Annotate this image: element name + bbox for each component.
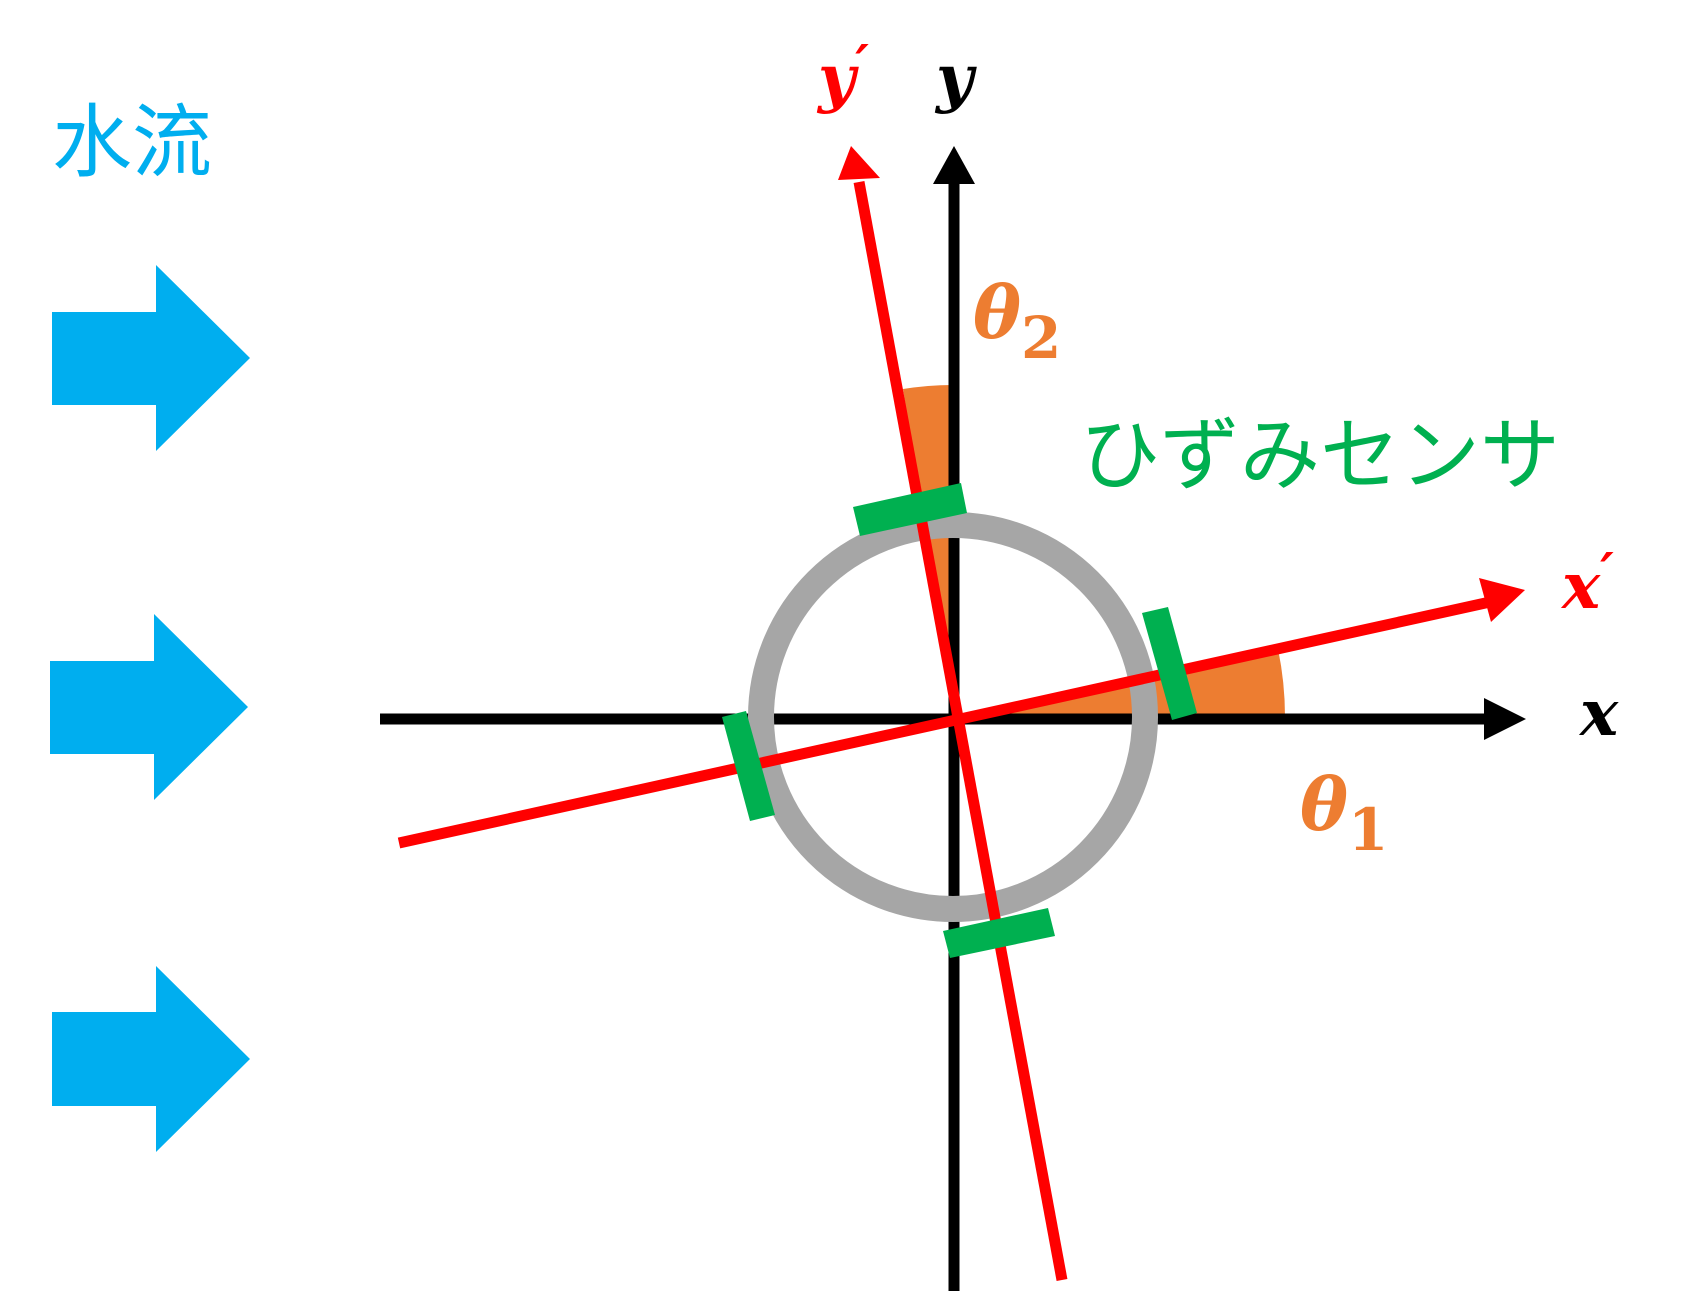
flow-arrow bbox=[50, 614, 248, 800]
theta1-subscript: 1 bbox=[1348, 796, 1388, 864]
y-axis-label: y bbox=[934, 41, 977, 116]
y-prime-axis bbox=[853, 181, 1068, 1281]
strain-sensor-left bbox=[722, 711, 775, 821]
strain-sensor-right bbox=[1142, 607, 1197, 720]
y-prime-label: y′ bbox=[816, 34, 869, 116]
flow-arrow bbox=[52, 966, 250, 1152]
strain-sensor-bottom bbox=[943, 908, 1055, 958]
x-prime-mark: ′ bbox=[1600, 542, 1614, 603]
x-axis-label: x bbox=[1578, 676, 1619, 751]
y-prime-letter: y bbox=[816, 41, 859, 116]
y-axis-letter: y bbox=[934, 41, 977, 116]
x-prime-label: x′ bbox=[1560, 542, 1614, 624]
theta1-label: θ1 bbox=[1300, 762, 1388, 864]
strain-sensor-label: ひずみセンサ bbox=[1080, 409, 1560, 502]
theta2-symbol: θ bbox=[973, 270, 1021, 355]
x-axis-letter: x bbox=[1578, 676, 1619, 751]
rotated-axes bbox=[397, 146, 1525, 1281]
x-prime-letter: x bbox=[1560, 549, 1601, 624]
y-prime-mark: ′ bbox=[855, 34, 869, 95]
strain-sensor-top bbox=[853, 483, 967, 536]
y-prime-arrowhead bbox=[838, 146, 880, 180]
x-prime-arrowhead bbox=[1479, 578, 1525, 622]
x-prime-axis bbox=[397, 596, 1492, 849]
ring bbox=[748, 512, 1158, 922]
theta2-label: θ2 bbox=[973, 270, 1061, 372]
water-flow-arrows bbox=[50, 265, 250, 1152]
y-axis-arrowhead bbox=[933, 146, 975, 184]
water-flow-label: 水流 bbox=[52, 96, 212, 189]
theta2-subscript: 2 bbox=[1021, 304, 1061, 372]
strain-sensors bbox=[722, 483, 1197, 958]
flow-arrow bbox=[52, 265, 250, 451]
x-axis-arrowhead bbox=[1484, 698, 1526, 740]
sensor-ring bbox=[748, 512, 1158, 922]
theta1-symbol: θ bbox=[1300, 762, 1348, 847]
